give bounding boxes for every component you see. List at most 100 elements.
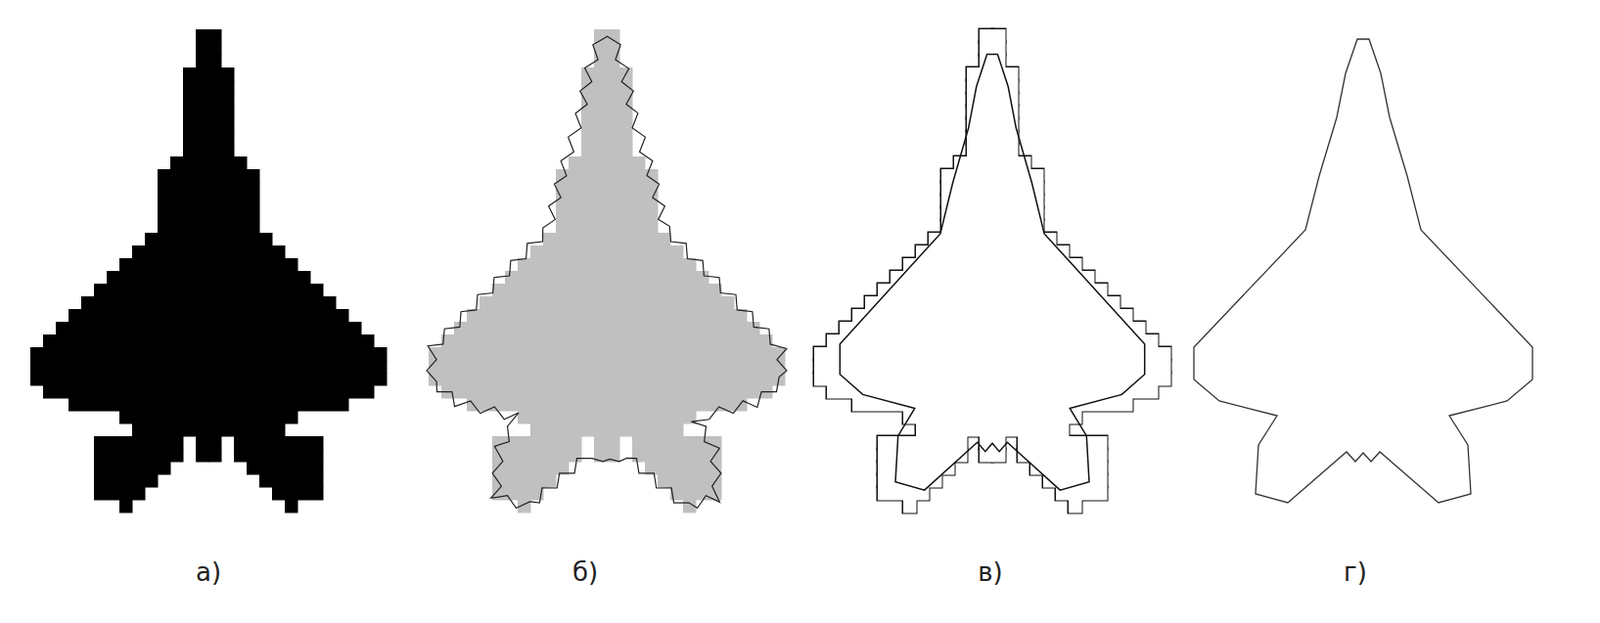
grey-cell bbox=[581, 105, 608, 120]
contour-cell bbox=[852, 309, 994, 323]
pixel-cell bbox=[208, 54, 223, 69]
grey-cell bbox=[555, 207, 608, 222]
contour-cell-outline bbox=[826, 385, 993, 399]
grey-cell bbox=[504, 271, 608, 285]
grey-cell bbox=[606, 143, 634, 158]
pixel-cell bbox=[208, 334, 375, 349]
contour-cell bbox=[941, 207, 994, 222]
pixel-cell bbox=[208, 182, 261, 196]
inner-contour bbox=[839, 54, 1144, 492]
grey-cell bbox=[606, 232, 672, 247]
contour-cell bbox=[992, 220, 1045, 234]
contour-cell-outline bbox=[903, 411, 993, 424]
grey-cell bbox=[606, 207, 659, 222]
contour-cell-outline bbox=[941, 182, 993, 195]
pixel-cell bbox=[208, 449, 223, 463]
grey-cell bbox=[530, 423, 608, 438]
grey-cell bbox=[606, 194, 659, 209]
contour-cell bbox=[941, 169, 994, 183]
pixel-cell bbox=[182, 80, 210, 94]
grey-cell bbox=[492, 474, 557, 489]
pixel-cell bbox=[182, 143, 210, 158]
pixel-cell bbox=[208, 92, 235, 107]
pixel-cell bbox=[55, 321, 210, 336]
contour-cell-outline bbox=[877, 283, 993, 297]
pixel-cell bbox=[93, 461, 172, 476]
contour-cell bbox=[941, 182, 994, 196]
grey-cell bbox=[606, 347, 786, 362]
contour-cell bbox=[992, 411, 1083, 425]
contour-cell bbox=[839, 321, 994, 336]
contour-cell bbox=[966, 131, 994, 145]
pixel-cell bbox=[195, 42, 210, 56]
zigzag-contour bbox=[426, 36, 787, 508]
pixel-cell bbox=[208, 271, 312, 285]
contour-cell bbox=[1017, 449, 1108, 463]
pixel-cell bbox=[208, 118, 235, 133]
pixel-cell bbox=[272, 487, 324, 502]
pixel-cell bbox=[208, 296, 337, 311]
grey-cell bbox=[441, 334, 608, 349]
contour-cell-outline bbox=[992, 283, 1107, 297]
contour-cell-outline bbox=[814, 360, 993, 373]
pixel-cell bbox=[208, 105, 235, 120]
pixel-cell bbox=[182, 105, 210, 120]
grey-cell bbox=[555, 220, 608, 234]
contour-cell bbox=[992, 29, 1006, 44]
pixel-cell bbox=[233, 436, 324, 451]
contour-cell bbox=[877, 283, 994, 298]
contour-cell-outline bbox=[992, 321, 1145, 335]
contour-cell-outline bbox=[941, 220, 993, 233]
contour-cell bbox=[992, 309, 1134, 323]
contour-cell bbox=[992, 42, 1006, 56]
contour-cell bbox=[877, 449, 968, 463]
pixel-cell bbox=[195, 436, 210, 451]
contour-cell bbox=[941, 220, 994, 234]
pixel-cell bbox=[208, 258, 299, 273]
grey-cell bbox=[441, 385, 608, 400]
pixel-cell bbox=[144, 232, 210, 247]
panel-label: а) bbox=[195, 557, 222, 588]
grey-cell bbox=[543, 232, 608, 247]
pixel-cell bbox=[93, 474, 159, 489]
contour-cell bbox=[979, 42, 994, 56]
grey-cell bbox=[606, 360, 786, 374]
contour-cell bbox=[992, 182, 1045, 196]
contour-cell-outline bbox=[992, 385, 1158, 399]
contour-cell-outline bbox=[992, 411, 1082, 424]
contour-cell-outline bbox=[890, 271, 993, 284]
contour-cell-outline bbox=[992, 29, 1006, 43]
grey-cell bbox=[581, 118, 608, 133]
pixel-cell bbox=[208, 169, 261, 183]
pixel-cell bbox=[208, 411, 299, 425]
grey-cell bbox=[606, 283, 723, 298]
grey-cell bbox=[606, 245, 685, 260]
grey-cell bbox=[555, 194, 608, 209]
contour-cell-outline bbox=[826, 334, 993, 348]
pixel-cell bbox=[182, 92, 210, 107]
contour-cell-outline bbox=[992, 182, 1044, 195]
grey-cell bbox=[606, 182, 659, 196]
grey-cell bbox=[606, 220, 659, 234]
grey-cell bbox=[606, 156, 646, 171]
pixel-cell bbox=[195, 449, 210, 463]
contour-cell-outline bbox=[915, 423, 993, 437]
pixel-silhouette bbox=[30, 29, 388, 514]
contour-cell bbox=[852, 398, 994, 412]
grey-cell bbox=[606, 309, 748, 323]
pixel-cell bbox=[157, 220, 210, 234]
contour-cell-outline bbox=[992, 309, 1133, 322]
pixel-cell bbox=[157, 182, 210, 196]
contour-cell bbox=[966, 143, 994, 158]
grey-cell bbox=[606, 385, 774, 400]
contour-cell bbox=[903, 500, 917, 514]
contour-cell-outline bbox=[992, 334, 1158, 348]
pixel-cell bbox=[182, 67, 210, 82]
contour-cell-outline bbox=[941, 169, 993, 183]
pixel-cell bbox=[81, 296, 210, 311]
pixel-cell bbox=[208, 321, 363, 336]
grey-cell bbox=[555, 169, 608, 183]
pixel-cell bbox=[208, 309, 350, 323]
grey-cell bbox=[517, 411, 608, 425]
